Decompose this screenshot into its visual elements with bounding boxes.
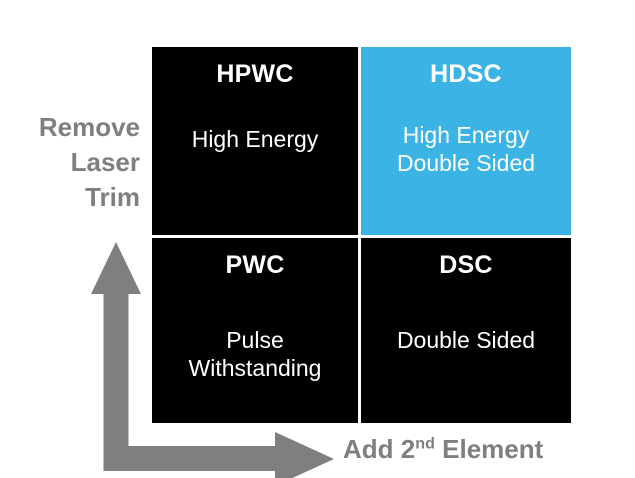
quadrant-description-pwc-line-1: Pulse (226, 326, 284, 353)
arrow-right-icon (103, 432, 334, 478)
y-axis-label-line-2: Laser (70, 147, 140, 178)
arrow-up-icon (91, 242, 141, 446)
quadrant-description-hdsc: High Energy Double Sided (361, 121, 571, 179)
quadrant-description-pwc-line-2: Withstanding (188, 355, 322, 382)
quadrant-matrix: HPWC High Energy HDSC High Energy Double… (152, 47, 571, 423)
y-axis-label-line-3: Trim (85, 182, 140, 213)
x-axis-label-prefix: Add 2 (343, 434, 416, 464)
quadrant-description-hdsc-line-2: Double Sided (396, 150, 536, 177)
y-axis-label: Remove Laser Trim (4, 110, 140, 215)
quadrant-title-hdsc: HDSC (430, 60, 502, 88)
x-axis-label-superscript: nd (415, 434, 435, 453)
y-axis-label-line-1: Remove (38, 112, 140, 142)
quadrant-cell-dsc[interactable]: DSC Double Sided (361, 238, 571, 423)
quadrant-title-pwc: PWC (225, 251, 285, 279)
quadrant-title-dsc: DSC (439, 251, 493, 279)
x-axis-label: Add 2nd Element (343, 434, 544, 464)
quadrant-description-dsc: Double Sided (361, 326, 571, 355)
x-axis-label-suffix: Element (434, 434, 544, 464)
quadrant-description-pwc: Pulse Withstanding (152, 326, 358, 384)
quadrant-cell-hpwc[interactable]: HPWC High Energy (152, 47, 358, 235)
quadrant-cell-pwc[interactable]: PWC Pulse Withstanding (152, 238, 358, 423)
quadrant-description-hpwc: High Energy (152, 125, 358, 154)
quadrant-description-dsc-line-1: Double Sided (396, 326, 536, 353)
quadrant-description-hpwc-line-1: High Energy (191, 125, 319, 152)
quadrant-cell-hdsc[interactable]: HDSC High Energy Double Sided (361, 47, 571, 235)
quadrant-description-hdsc-line-1: High Energy (402, 121, 530, 148)
quadrant-title-hpwc: HPWC (216, 60, 294, 88)
